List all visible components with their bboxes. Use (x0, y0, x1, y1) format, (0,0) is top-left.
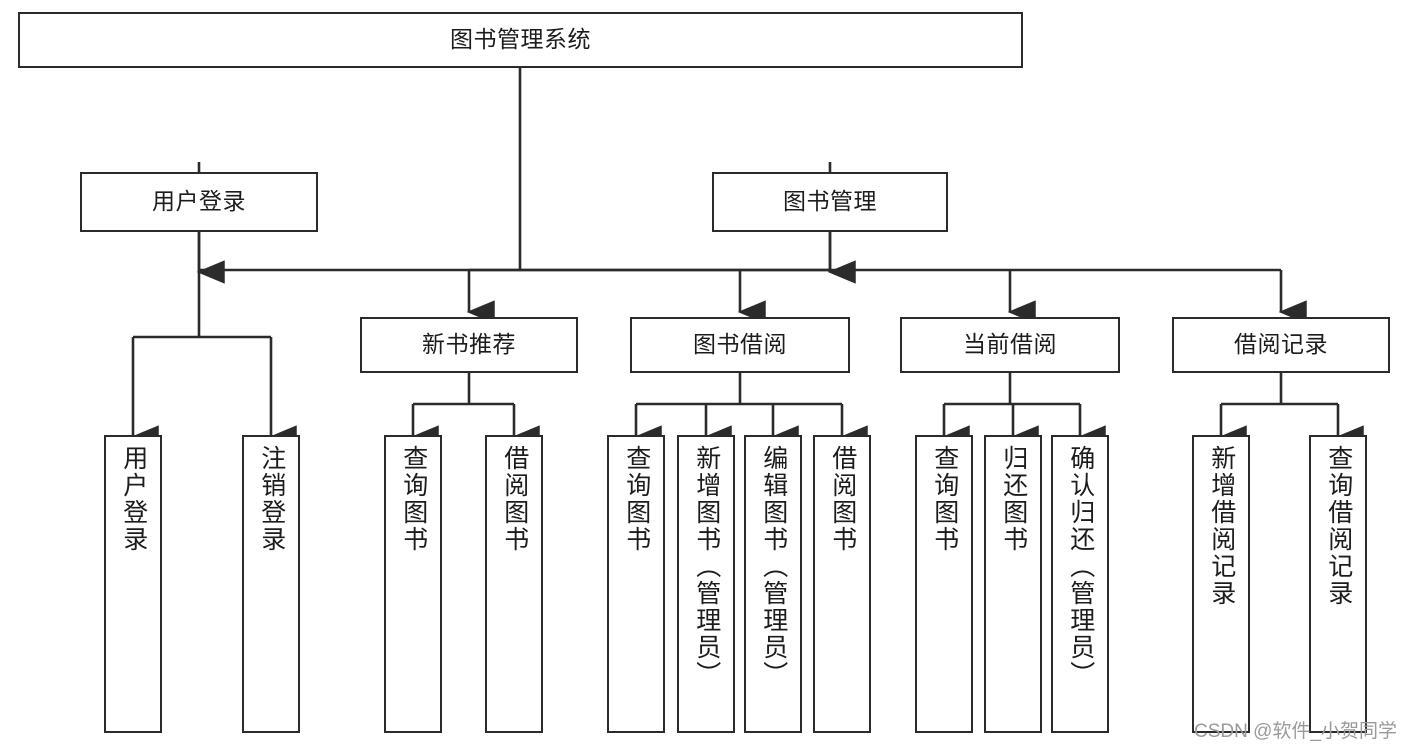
node-book-manage[interactable]: 图书管理 (712, 172, 948, 232)
edges-user-login-arrows (130, 337, 297, 449)
node-leaf-bb-query-book[interactable]: 查询图书 (607, 435, 665, 733)
edges-book-borrow (636, 373, 842, 406)
edges-current-borrow-arrows (941, 404, 1106, 449)
node-leaf-bb-add-book[interactable]: 新增图书（管理员） (677, 435, 735, 733)
edges-book-borrow-arrows (633, 404, 868, 449)
node-leaf-bb-add-book-label: 新增图书（管理员） (692, 445, 721, 688)
node-leaf-logout[interactable]: 注销登录 (242, 435, 300, 733)
edges-borrow-record (1221, 373, 1338, 406)
node-leaf-nbr-borrow-book[interactable]: 借阅图书 (485, 435, 543, 733)
node-leaf-cb-return-book[interactable]: 归还图书 (984, 435, 1042, 733)
node-user-login[interactable]: 用户登录 (80, 172, 318, 232)
node-book-borrow-label: 图书借阅 (693, 331, 787, 358)
edges-level3-arrows (466, 270, 1307, 324)
node-root-label: 图书管理系统 (450, 26, 591, 53)
node-current-borrow-label: 当前借阅 (963, 331, 1057, 358)
node-leaf-logout-label: 注销登录 (257, 445, 286, 553)
node-leaf-user-login[interactable]: 用户登录 (104, 435, 162, 733)
node-leaf-br-add-record[interactable]: 新增借阅记录 (1192, 435, 1250, 733)
node-new-book-recommend[interactable]: 新书推荐 (360, 317, 578, 373)
node-leaf-bb-borrow-book-label: 借阅图书 (828, 445, 857, 553)
node-leaf-nbr-query-book-label: 查询图书 (399, 445, 428, 553)
node-leaf-cb-return-book-label: 归还图书 (999, 445, 1028, 553)
node-book-manage-label: 图书管理 (783, 188, 877, 215)
node-leaf-cb-query-book[interactable]: 查询图书 (915, 435, 973, 733)
edges-new-book (413, 373, 514, 406)
node-borrow-record-label: 借阅记录 (1234, 331, 1328, 358)
node-leaf-br-query-record-label: 查询借阅记录 (1324, 445, 1353, 607)
node-new-book-recommend-label: 新书推荐 (422, 331, 516, 358)
node-borrow-record[interactable]: 借阅记录 (1172, 317, 1390, 373)
edges-book-manage (469, 232, 1281, 272)
node-leaf-bb-edit-book-label: 编辑图书（管理员） (759, 445, 788, 688)
edges-borrow-record-arrows (1218, 404, 1364, 449)
edges-current-borrow (944, 373, 1080, 406)
node-leaf-bb-edit-book[interactable]: 编辑图书（管理员） (744, 435, 802, 733)
node-leaf-br-query-record[interactable]: 查询借阅记录 (1309, 435, 1367, 733)
node-leaf-cb-query-book-label: 查询图书 (930, 445, 959, 553)
node-leaf-bb-query-book-label: 查询图书 (622, 445, 651, 553)
node-leaf-bb-borrow-book[interactable]: 借阅图书 (813, 435, 871, 733)
node-leaf-cb-confirm-return-label: 确认归还（管理员） (1066, 445, 1095, 688)
csdn-watermark: CSDN @软件_小贺同学 (1194, 721, 1397, 742)
edges-user-login (133, 232, 271, 339)
node-leaf-cb-confirm-return[interactable]: 确认归还（管理员） (1051, 435, 1109, 733)
node-root[interactable]: 图书管理系统 (18, 12, 1023, 68)
node-current-borrow[interactable]: 当前借阅 (900, 317, 1120, 373)
node-book-borrow[interactable]: 图书借阅 (630, 317, 850, 373)
node-leaf-user-login-label: 用户登录 (119, 445, 148, 553)
node-leaf-nbr-borrow-book-label: 借阅图书 (500, 445, 529, 553)
node-leaf-nbr-query-book[interactable]: 查询图书 (384, 435, 442, 733)
node-leaf-br-add-record-label: 新增借阅记录 (1207, 445, 1236, 607)
node-user-login-label: 用户登录 (152, 188, 246, 215)
edges-new-book-arrows (410, 404, 540, 449)
